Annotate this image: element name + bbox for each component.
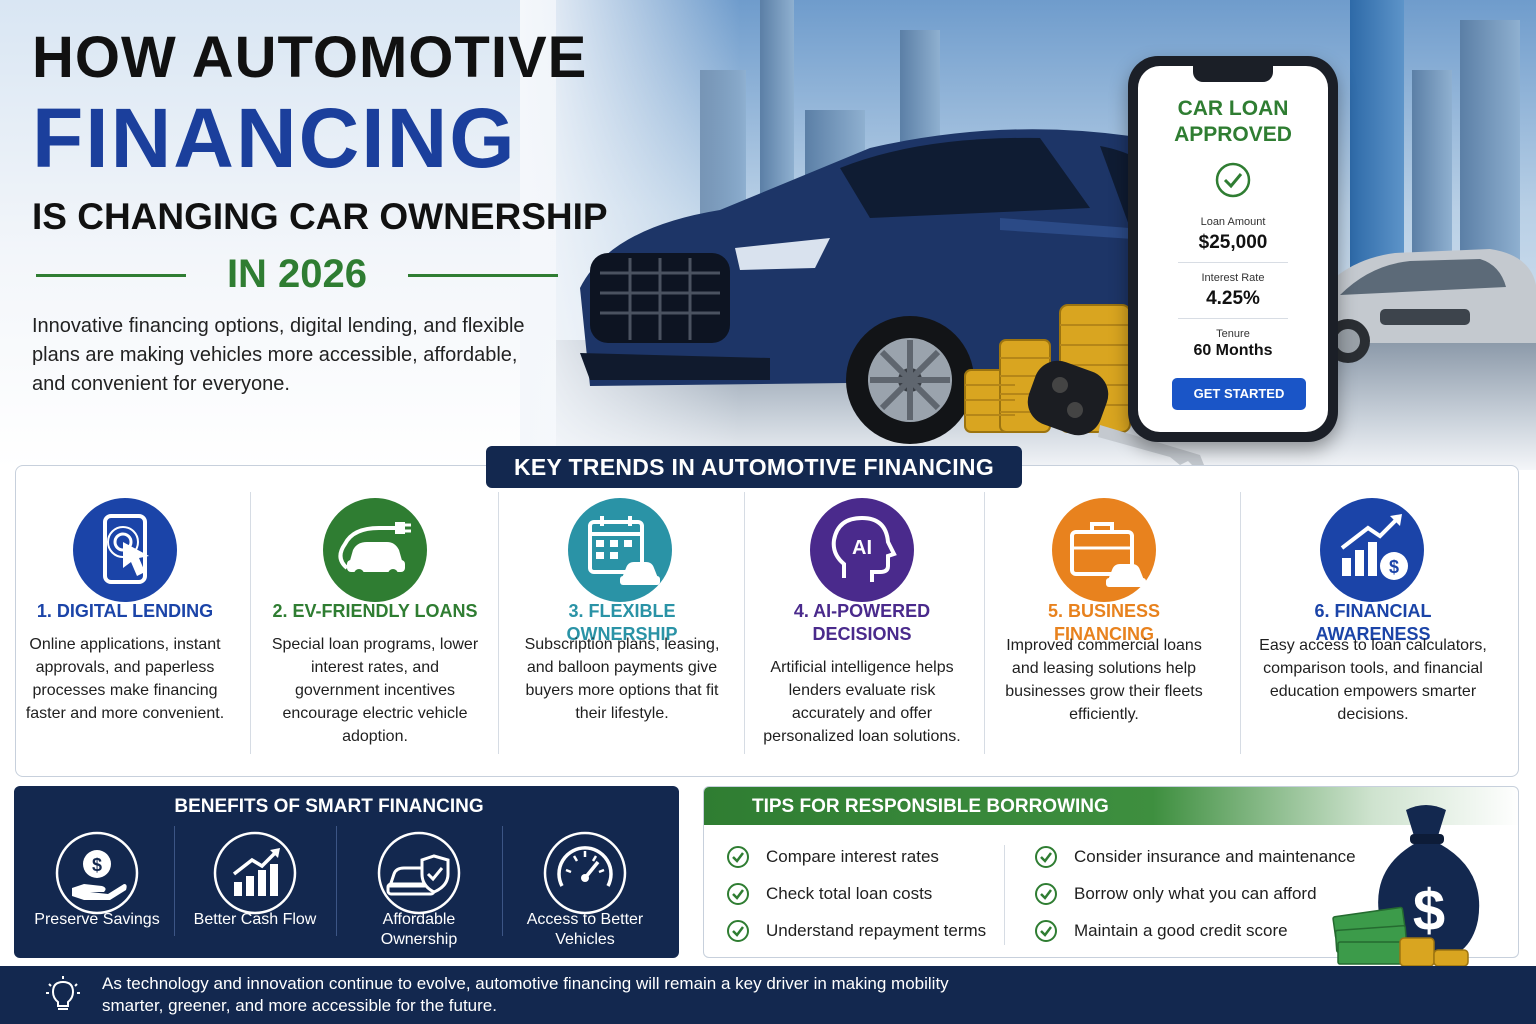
trend-divider [1240, 492, 1241, 754]
trend-card-business-financing: 5. BUSINESS FINANCING Improved commercia… [1004, 486, 1204, 770]
svg-text:$: $ [92, 855, 102, 875]
tenure-label: Tenure [1216, 328, 1250, 340]
benefit-label: Better Cash Flow [193, 911, 317, 928]
trend-card-digital-lending: 1. DIGITAL LENDING Online applications, … [20, 486, 230, 770]
phone-divider [1178, 262, 1288, 263]
benefit-divider [174, 826, 175, 936]
tip-text: Consider insurance and maintenance [1074, 847, 1356, 866]
trend-description: Subscription plans, leasing, and balloon… [524, 636, 720, 722]
year-divider-left [36, 274, 186, 277]
year-row: IN 2026 [36, 252, 558, 298]
phone-screen: CAR LOAN APPROVED Loan Amount $25,000 In… [1138, 66, 1328, 432]
trend-description: Improved commercial loans and leasing so… [1005, 637, 1203, 723]
interest-rate-label: Interest Rate [1201, 272, 1265, 284]
benefit-label: Access to Better Vehicles [526, 911, 644, 948]
touch-phone-icon [73, 498, 177, 602]
phone-notch [1193, 66, 1273, 82]
headline-line-2: FINANCING [32, 91, 517, 185]
bar-growth-icon [213, 831, 297, 915]
tips-header [704, 787, 1518, 825]
phone-divider [1178, 318, 1288, 319]
lightbulb-icon [46, 976, 80, 1010]
benefit-label: Preserve Savings [34, 911, 160, 928]
tips-title: TIPS FOR RESPONSIBLE BORROWING [752, 796, 1109, 817]
check-circle-icon [1035, 883, 1057, 905]
tip-text: Borrow only what you can afford [1074, 884, 1317, 903]
svg-text:$: $ [1413, 878, 1445, 943]
approved-check-icon [1215, 162, 1251, 198]
interest-rate-value: 4.25% [1206, 288, 1260, 309]
tip-text: Compare interest rates [766, 847, 939, 866]
headline-year: IN 2026 [226, 252, 368, 296]
benefit-label: Affordable Ownership [380, 911, 458, 948]
footer-banner: As technology and innovation continue to… [0, 966, 1536, 1024]
trend-title: 6. FINANCIAL AWARENESS [1314, 601, 1432, 644]
trend-description: Online applications, instant approvals, … [25, 636, 225, 722]
ev-car-plug-icon [323, 498, 427, 602]
loan-amount-value: $25,000 [1198, 232, 1268, 253]
trend-card-financial-awareness: $ 6. FINANCIAL AWARENESS Easy access to … [1258, 486, 1488, 770]
footer-text: As technology and innovation continue to… [102, 974, 949, 1015]
loan-approved-title: CAR LOAN APPROVED [1174, 97, 1292, 146]
money-bag-icon: $ [1332, 805, 1480, 967]
trend-divider [250, 492, 251, 754]
trend-description: Easy access to loan calculators, compari… [1259, 637, 1487, 723]
car-key-image [1027, 360, 1204, 469]
key-trends-panel [15, 465, 1519, 777]
key-trends-title: KEY TRENDS IN AUTOMOTIVE FINANCING [486, 446, 1022, 488]
benefit-affordable-ownership: Affordable Ownership [344, 830, 494, 950]
benefit-divider [336, 826, 337, 936]
check-circle-icon [1035, 920, 1057, 942]
check-circle-icon [1035, 846, 1057, 868]
headline-line-1: HOW AUTOMOTIVE [32, 25, 588, 90]
check-circle-icon [727, 920, 749, 942]
trend-divider [744, 492, 745, 754]
year-divider-right [408, 274, 558, 277]
check-circle-icon [727, 883, 749, 905]
benefit-better-cash-flow: Better Cash Flow [180, 830, 330, 950]
trend-divider [498, 492, 499, 754]
trend-description: Special loan programs, lower interest ra… [271, 636, 479, 745]
calendar-car-icon [568, 498, 672, 602]
intro-text: Innovative financing options, digital le… [32, 315, 525, 395]
benefit-preserve-savings: $ Preserve Savings [22, 830, 172, 950]
loan-approval-phone: CAR LOAN APPROVED Loan Amount $25,000 In… [1128, 56, 1338, 442]
trend-description: Artificial intelligence helps lenders ev… [763, 659, 961, 745]
car-shield-icon [377, 831, 461, 915]
trend-divider [984, 492, 985, 754]
benefit-access-better-vehicles: Access to Better Vehicles [510, 830, 660, 950]
tip-text: Check total loan costs [766, 884, 933, 903]
benefits-title: BENEFITS OF SMART FINANCING [174, 796, 484, 817]
headline-line-3: IS CHANGING CAR OWNERSHIP [32, 196, 608, 237]
benefits-panel: BENEFITS OF SMART FINANCING $ Preserve S… [14, 786, 679, 958]
trend-title: 3. FLEXIBLE OWNERSHIP [566, 601, 678, 644]
growth-chart-dollar-icon: $ [1320, 498, 1424, 602]
benefit-divider [502, 826, 503, 936]
get-started-button[interactable]: GET STARTED [1172, 378, 1306, 410]
hero-section: HOW AUTOMOTIVE FINANCING IS CHANGING CAR… [0, 0, 1536, 470]
trend-title: 2. EV-FRIENDLY LOANS [272, 601, 478, 621]
trend-card-ev-friendly-loans: 2. EV-FRIENDLY LOANS Special loan progra… [270, 486, 480, 770]
tenure-value: 60 Months [1193, 342, 1273, 359]
trend-card-ai-powered-decisions: AI 4. AI-POWERED DECISIONS Artificial in… [762, 486, 962, 770]
loan-amount-label: Loan Amount [1200, 216, 1266, 228]
ai-head-icon: AI [810, 498, 914, 602]
trend-card-flexible-ownership: 3. FLEXIBLE OWNERSHIP Subscription plans… [516, 486, 728, 770]
svg-text:AI: AI [852, 537, 872, 559]
hand-dollar-icon: $ [55, 831, 139, 915]
speedometer-icon [543, 831, 627, 915]
svg-text:$: $ [1389, 557, 1399, 577]
tip-text: Understand repayment terms [766, 921, 987, 940]
tips-divider [1004, 845, 1005, 945]
trend-title: 5. BUSINESS FINANCING [1047, 601, 1161, 644]
briefcase-car-icon [1052, 498, 1156, 602]
check-circle-icon [727, 846, 749, 868]
tip-text: Maintain a good credit score [1074, 921, 1288, 940]
trend-title: 1. DIGITAL LENDING [36, 601, 214, 621]
trend-title: 4. AI-POWERED DECISIONS [793, 601, 931, 644]
